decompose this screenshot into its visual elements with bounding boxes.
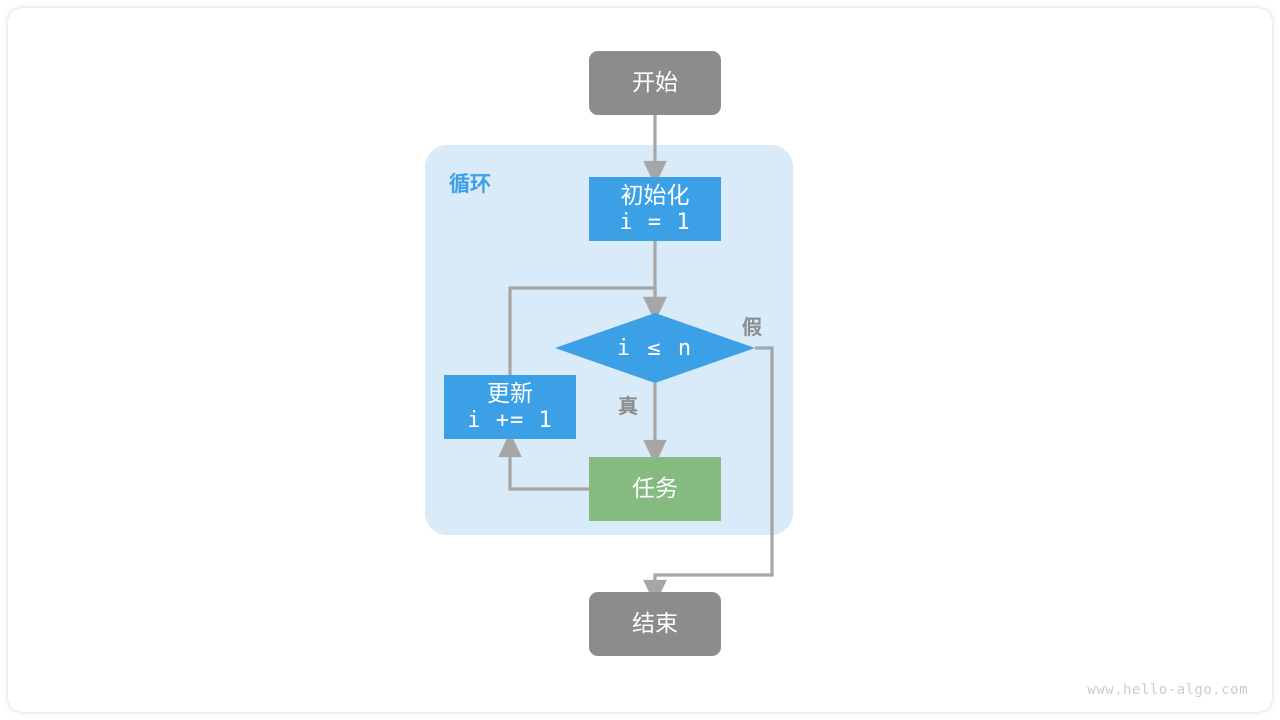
watermark: www.hello-algo.com [1087, 682, 1248, 698]
node-update-title: 更新 [487, 380, 533, 407]
node-decision-expression: i ≤ n [616, 335, 694, 361]
edge-decision-false-to-end [643, 346, 774, 605]
node-task[interactable]: 任务 [589, 457, 721, 521]
node-decision[interactable]: i ≤ n [555, 313, 755, 383]
node-init-expression: i = 1 [619, 209, 691, 235]
edge-task-to-update [498, 432, 589, 491]
edge-label-true: 真 [618, 396, 638, 418]
node-init[interactable]: 初始化 i = 1 [589, 177, 721, 241]
node-start-label: 开始 [632, 69, 678, 96]
edge-update-to-decision [508, 286, 667, 375]
node-start[interactable]: 开始 [589, 51, 721, 115]
node-init-title: 初始化 [620, 182, 690, 209]
edge-label-false: 假 [742, 317, 762, 339]
node-end[interactable]: 结束 [589, 592, 721, 656]
node-end-label: 结束 [632, 610, 678, 637]
node-update-expression: i += 1 [467, 407, 553, 433]
loop-container-label: 循环 [449, 173, 491, 196]
node-task-label: 任务 [632, 475, 678, 502]
node-update[interactable]: 更新 i += 1 [444, 375, 576, 439]
diamond-shape [555, 313, 755, 383]
